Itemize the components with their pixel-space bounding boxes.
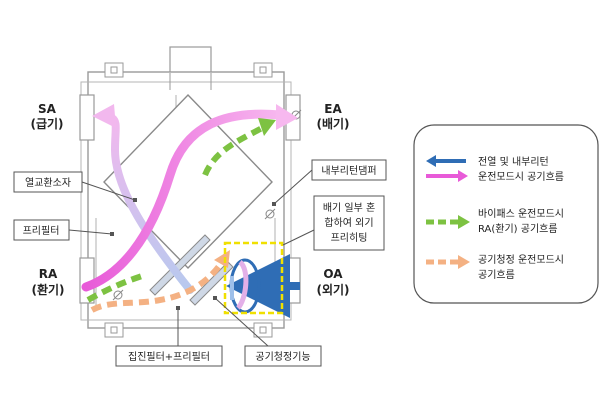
mounting-bracket: [104, 62, 273, 338]
bypass-arrowhead: [258, 118, 276, 136]
legend-item1-line1: 전열 및 내부리턴: [478, 156, 549, 168]
bypass-lower-dash: [86, 272, 146, 303]
preheat-label-line3: 프리히팅: [331, 232, 368, 244]
preheat-label-line2: 합하여 외기: [324, 216, 373, 229]
sa-port-name: SA: [38, 102, 57, 116]
oa-port-name: OA: [323, 267, 343, 281]
legend-item-air-clean: 공기청정 운전모드시 공기흐름: [426, 254, 564, 281]
callout-heat-exchanger: 열교환소자: [13, 171, 137, 202]
sa-port-desc: (급기): [30, 116, 63, 131]
ea-port-desc: (배기): [316, 116, 349, 131]
top-duct-collar: [169, 46, 212, 74]
port-labels: SA (급기) EA (배기) RA (환기) OA (외기): [30, 102, 349, 297]
exhaust-arrowhead: [276, 104, 298, 130]
callout-prefilter: 프리필터: [13, 219, 114, 241]
supply-arrowhead: [92, 104, 116, 128]
legend-item3-line1: 공기청정 운전모드시: [478, 254, 564, 266]
air-clean-path-dash: [90, 260, 225, 313]
callout-air-clean: 공기청정기능: [213, 296, 322, 367]
legend-panel: 전열 및 내부리턴 운전모드시 공기흐름 바이패스 운전모드시 RA(환기) 공…: [413, 124, 599, 304]
housing-frame: [80, 81, 292, 321]
dust-filter-label: 집진필터+프리필터: [128, 351, 210, 363]
preheat-highlight-box: [223, 241, 284, 315]
ra-port-desc: (환기): [31, 282, 64, 297]
legend-item2-line1: 바이패스 운전모드시: [478, 208, 564, 220]
callout-bypass-damper: 내부리턴댐퍼: [272, 159, 387, 206]
prefilter-label: 프리필터: [23, 225, 60, 237]
ra-port-name: RA: [39, 267, 58, 281]
callout-dust-filter: 집진필터+프리필터: [115, 306, 223, 367]
airflow-arrows: [81, 104, 300, 318]
oa-port-desc: (외기): [316, 282, 349, 297]
legend-item1-line2: 운전모드시 공기흐름: [478, 171, 564, 183]
air-clean-label: 공기청정기능: [255, 351, 310, 363]
preheat-label-line1: 배기 일부 혼: [323, 201, 375, 214]
duct-stubs: [79, 94, 301, 304]
exhaust-path-arrow: [81, 109, 285, 292]
ea-port-name: EA: [324, 102, 342, 116]
legend-item-heat-recovery: 전열 및 내부리턴 운전모드시 공기흐름: [426, 155, 564, 183]
bypass-damper-label: 내부리턴댐퍼: [321, 165, 376, 177]
callouts: 열교환소자 프리필터 내부리턴댐퍼 배기 일부 혼 합하여 외기 프리히팅 집진…: [13, 159, 387, 367]
callout-preheat: 배기 일부 혼 합하여 외기 프리히팅: [282, 195, 385, 251]
dust-filter-strip: [149, 234, 211, 296]
bypass-upper-dash: [202, 125, 264, 177]
legend-item2-line2: RA(환기) 공기흐름: [478, 223, 558, 235]
legend-item3-line2: 공기흐름: [478, 269, 515, 281]
heat-exchanger-label: 열교환소자: [25, 177, 71, 189]
legend-item-bypass: 바이패스 운전모드시 RA(환기) 공기흐름: [426, 208, 564, 235]
